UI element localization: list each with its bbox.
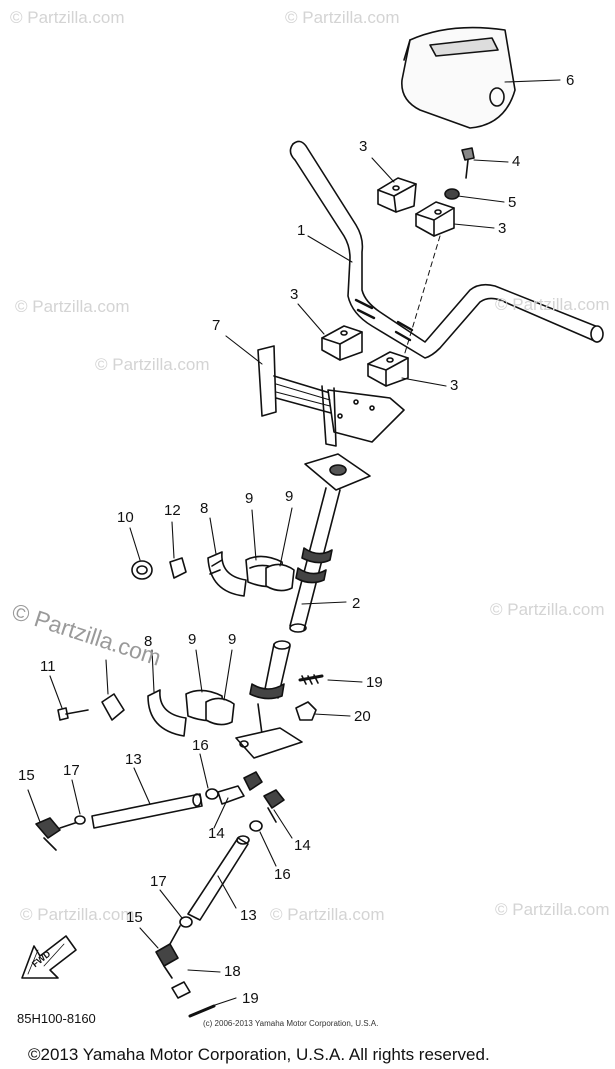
steering-column-part [235,453,371,759]
handlebar-holder-part [367,351,409,387]
clamp-part [207,551,247,597]
nut-part [295,701,317,721]
screw-part [298,674,324,685]
tie-rod-end-part [263,789,285,823]
callout-9: 9 [188,631,197,648]
callout-12: 12 [164,502,181,519]
callout-9: 9 [228,631,237,648]
watermark: © Partzilla.com [20,905,135,924]
nut-part [444,188,460,200]
tie-rod-part [187,835,250,921]
callout-13: 13 [240,907,257,924]
tie-rod-part [91,793,203,829]
callout-17: 17 [150,873,167,890]
callout-7: 7 [212,317,221,334]
callout-3: 3 [498,220,507,237]
callout-3: 3 [359,138,368,155]
watermark: © Partzilla.com [95,355,210,374]
watermark: © Partzilla.com [10,8,125,27]
plate-part [101,693,125,721]
callout-2: 2 [352,595,361,612]
nut-part [74,788,263,999]
callout-15: 15 [126,909,143,926]
watermark: © Partzilla.com [15,297,130,316]
callout-13: 13 [125,751,142,768]
bolt-part [461,147,475,179]
tie-rod-end-part [217,771,263,805]
watermark: © Partzilla.com [495,295,610,314]
callout-9: 9 [245,490,254,507]
handlebar-holder-part [377,177,417,213]
diagram-copyright: (c) 2006-2013 Yamaha Motor Corporation, … [203,1019,379,1028]
handlebar-part [289,140,604,359]
callout-16: 16 [274,866,291,883]
callout-18: 18 [224,963,241,980]
part-code: 85H100-8160 [17,1011,96,1026]
callout-10: 10 [117,509,134,526]
collar-part [131,560,153,580]
callout-11: 11 [40,658,56,675]
callout-5: 5 [508,194,517,211]
bracket-part [257,345,405,447]
callout-6: 6 [566,72,575,89]
watermark: © Partzilla.com [270,905,385,924]
watermark: © Partzilla.com [285,8,400,27]
callout-19: 19 [242,990,259,1007]
callout-8: 8 [200,500,209,517]
callout-16: 16 [192,737,209,754]
bolt-part [57,707,89,721]
callout-8: 8 [144,633,153,650]
footer-copyright: ©2013 Yamaha Motor Corporation, U.S.A. A… [28,1045,490,1064]
nut-part [169,557,187,579]
callout-17: 17 [63,762,80,779]
forward-arrow-icon [21,935,77,979]
bushing-part [205,697,235,726]
callout-3: 3 [290,286,299,303]
watermark: © Partzilla.com [495,900,610,919]
watermark: © Partzilla.com [490,600,605,619]
tie-rod-end-part [155,925,181,979]
callout-15: 15 [18,767,35,784]
callout-14: 14 [294,837,311,854]
callout-4: 4 [512,153,521,170]
handlebar-holder-part [415,201,455,237]
clamp-part [147,689,187,737]
tie-rod-end-part [35,817,79,851]
handlebar-holder-part [321,325,363,361]
callout-1: 1 [297,222,306,239]
callout-20: 20 [354,708,371,725]
callout-9: 9 [285,488,294,505]
bushing-part [265,563,295,592]
callout-14: 14 [208,825,225,842]
callout-19: 19 [366,674,383,691]
callout-3: 3 [450,377,459,394]
handlebar-pad-part [401,26,516,129]
screw-part [188,1004,216,1018]
